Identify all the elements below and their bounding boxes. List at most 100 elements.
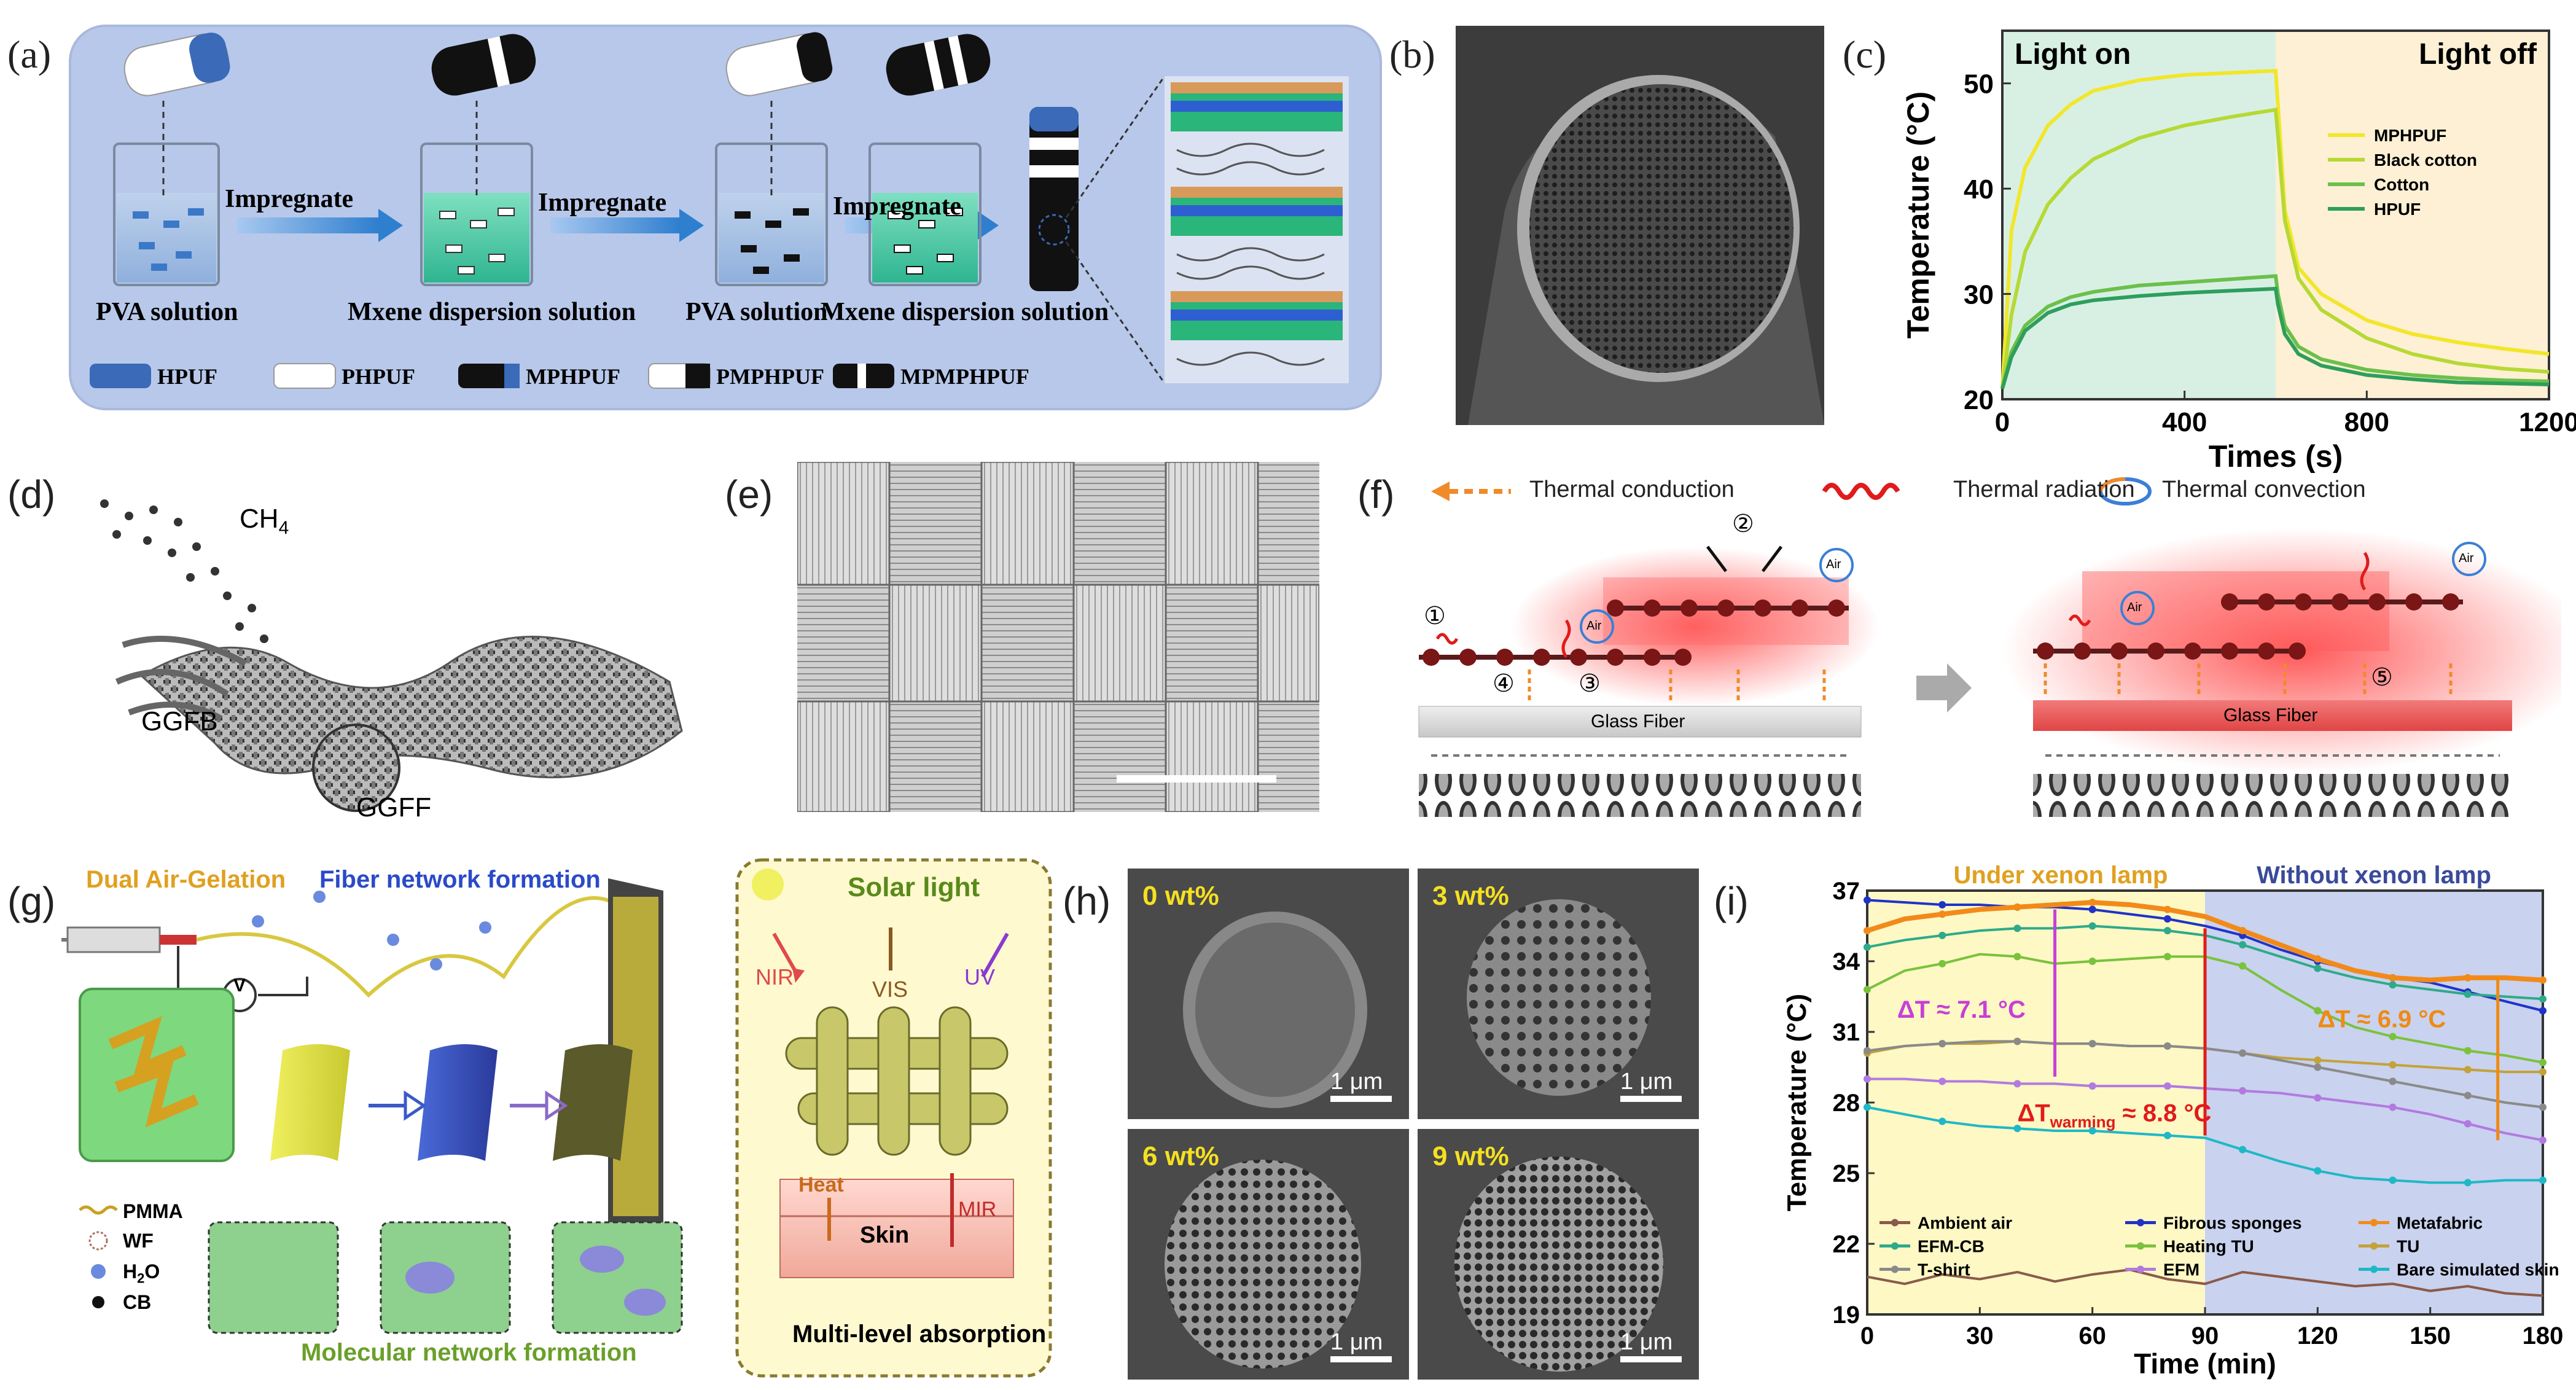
legend-wf: WF — [123, 1230, 154, 1252]
data-point-metafabric — [1864, 927, 1871, 935]
light-on-label: Light on — [2015, 38, 2131, 71]
ch4-label: CH4 — [240, 504, 289, 538]
data-point-metafabric — [1938, 910, 1946, 918]
data-point-efm-cb — [2239, 941, 2247, 949]
mir-label: MIR — [958, 1198, 997, 1221]
x-tick-label: 1200 — [2519, 407, 2576, 437]
legend-radiation-icon — [1822, 483, 1900, 500]
light-on-region — [2002, 31, 2276, 399]
data-point-fibrous-sponges — [2088, 905, 2096, 913]
data-point-heating-tu — [2163, 953, 2171, 961]
light-off-region — [2276, 31, 2549, 399]
data-point-metafabric — [2088, 899, 2096, 907]
data-point-tu — [2539, 1068, 2547, 1076]
data-point-heating-tu — [2389, 1033, 2397, 1041]
tile-6-scale: 1 μm — [1330, 1329, 1383, 1355]
data-point-metafabric — [2539, 976, 2547, 984]
air-label-2: Air — [1826, 558, 1841, 571]
data-point-efm — [2163, 1082, 2171, 1090]
data-point-bare-simulated-skin — [1864, 1103, 1871, 1111]
data-point-t-shirt — [1938, 1040, 1946, 1048]
arrow-label-2: Impregnate — [538, 189, 667, 217]
beaker-label-4: Mxene dispersion solution — [821, 298, 1109, 326]
data-point-heating-tu — [2013, 953, 2021, 961]
multi-level-absorption-label: Multi-level absorption — [792, 1321, 1047, 1348]
legend-mpmphpuf: MPMPHPUF — [900, 364, 1029, 389]
legend-entry: Metafabric — [2397, 1214, 2483, 1233]
sem-tile-9wt: 9 wt% 1 μm — [1418, 1129, 1699, 1380]
data-point-fibrous-sponges — [1938, 901, 1946, 908]
legend-pmma: PMMA — [123, 1200, 183, 1222]
series-line-cotton — [2000, 274, 2550, 389]
data-point-fibrous-sponges — [2163, 915, 2171, 923]
sem-tile-3wt: 3 wt% 1 μm — [1418, 869, 1699, 1119]
dual-gelation-schematic — [61, 858, 1052, 1378]
scale-bar — [1117, 775, 1276, 783]
y-tick-label: 50 — [1964, 69, 1994, 100]
beaker-1 — [113, 143, 220, 286]
data-point-tu — [2389, 1061, 2397, 1069]
data-point-metafabric — [2013, 903, 2021, 911]
legend-convection: Thermal convection — [2162, 477, 2366, 502]
arrow-label-1: Impregnate — [225, 185, 354, 213]
legend-mphpuf: MPHPUF — [526, 364, 620, 389]
plot-frame — [2001, 29, 2550, 400]
data-point-bare-simulated-skin — [2163, 1131, 2171, 1139]
y-tick-label: 19 — [1833, 1302, 1860, 1329]
x-tick-label: 90 — [2192, 1322, 2219, 1349]
tile-6-scale-bar — [1330, 1356, 1392, 1362]
vis-label: VIS — [872, 977, 908, 1002]
legend-entry: Cotton — [2374, 175, 2429, 194]
data-point-t-shirt — [2163, 1042, 2171, 1050]
sem-tile-6wt: 6 wt% 1 μm — [1128, 1129, 1409, 1380]
legend-marker — [2137, 1265, 2144, 1273]
data-point-efm — [2464, 1120, 2472, 1128]
data-point-t-shirt — [2013, 1037, 2021, 1045]
data-point-metafabric — [2389, 974, 2397, 982]
legend-marker — [2370, 1219, 2378, 1227]
data-point-metafabric — [2163, 905, 2171, 913]
marker-1: ① — [1424, 603, 1446, 630]
panel-a: Impregnate Impregnate Impregnate PVA sol… — [69, 25, 1382, 410]
sem-tile-0wt: 0 wt% 1 μm — [1128, 869, 1409, 1119]
data-point-bare-simulated-skin — [2314, 1167, 2322, 1175]
data-point-efm-cb — [2013, 924, 2021, 932]
y-tick-label: 22 — [1833, 1231, 1860, 1258]
data-point-heating-tu — [2464, 1047, 2472, 1055]
data-point-efm — [2088, 1082, 2096, 1090]
tile-3-scale: 1 μm — [1620, 1069, 1673, 1095]
legend-entry: Fibrous sponges — [2163, 1214, 2302, 1233]
data-point-fibrous-sponges — [2539, 1007, 2547, 1015]
legend-marker — [1891, 1242, 1899, 1250]
legend-h2o: H2O — [123, 1260, 160, 1286]
legend-entry: TU — [2397, 1237, 2419, 1256]
phpuf-roll — [431, 34, 536, 96]
legend-marker — [1891, 1219, 1899, 1227]
data-point-efm-cb — [1864, 943, 1871, 951]
no-lamp-label: Without xenon lamp — [2257, 862, 2491, 889]
x-axis-label: Time (min) — [2134, 1348, 2276, 1380]
data-point-bare-simulated-skin — [2389, 1176, 2397, 1184]
marker-2: ② — [1732, 510, 1754, 537]
legend-conduction: Thermal conduction — [1529, 477, 1735, 502]
annotation-delta-1: ΔT ≈ 7.1 °C — [1897, 996, 2026, 1023]
data-point-bare-simulated-skin — [2088, 1127, 2096, 1134]
tile-9-scale-bar — [1620, 1356, 1682, 1362]
pmphpuf-roll — [886, 34, 991, 96]
panel-g: Dual Air-Gelation Fiber network formatio… — [61, 854, 1056, 1382]
data-point-efm — [2539, 1136, 2547, 1144]
heat-transfer-diagram — [1418, 477, 2576, 817]
data-point-efm — [1864, 1075, 1871, 1083]
data-point-efm — [2389, 1103, 2397, 1111]
tile-0-scale-bar — [1330, 1096, 1392, 1102]
marker-4: ④ — [1493, 670, 1515, 697]
tile-9-scale: 1 μm — [1620, 1329, 1673, 1355]
panel-h: 0 wt% 1 μm 3 wt% 1 μm 6 wt% 1 μm 9 wt% 1… — [1128, 869, 1699, 1384]
data-point-efm-cb — [2088, 922, 2096, 930]
data-point-bare-simulated-skin — [2013, 1125, 2021, 1133]
ggfb-label: GGFB — [141, 706, 218, 736]
series-line-bare-simulated-skin — [1867, 1106, 2543, 1184]
data-point-efm — [1938, 1077, 1946, 1085]
legend-pmphpuf: PMPHPUF — [716, 364, 824, 389]
